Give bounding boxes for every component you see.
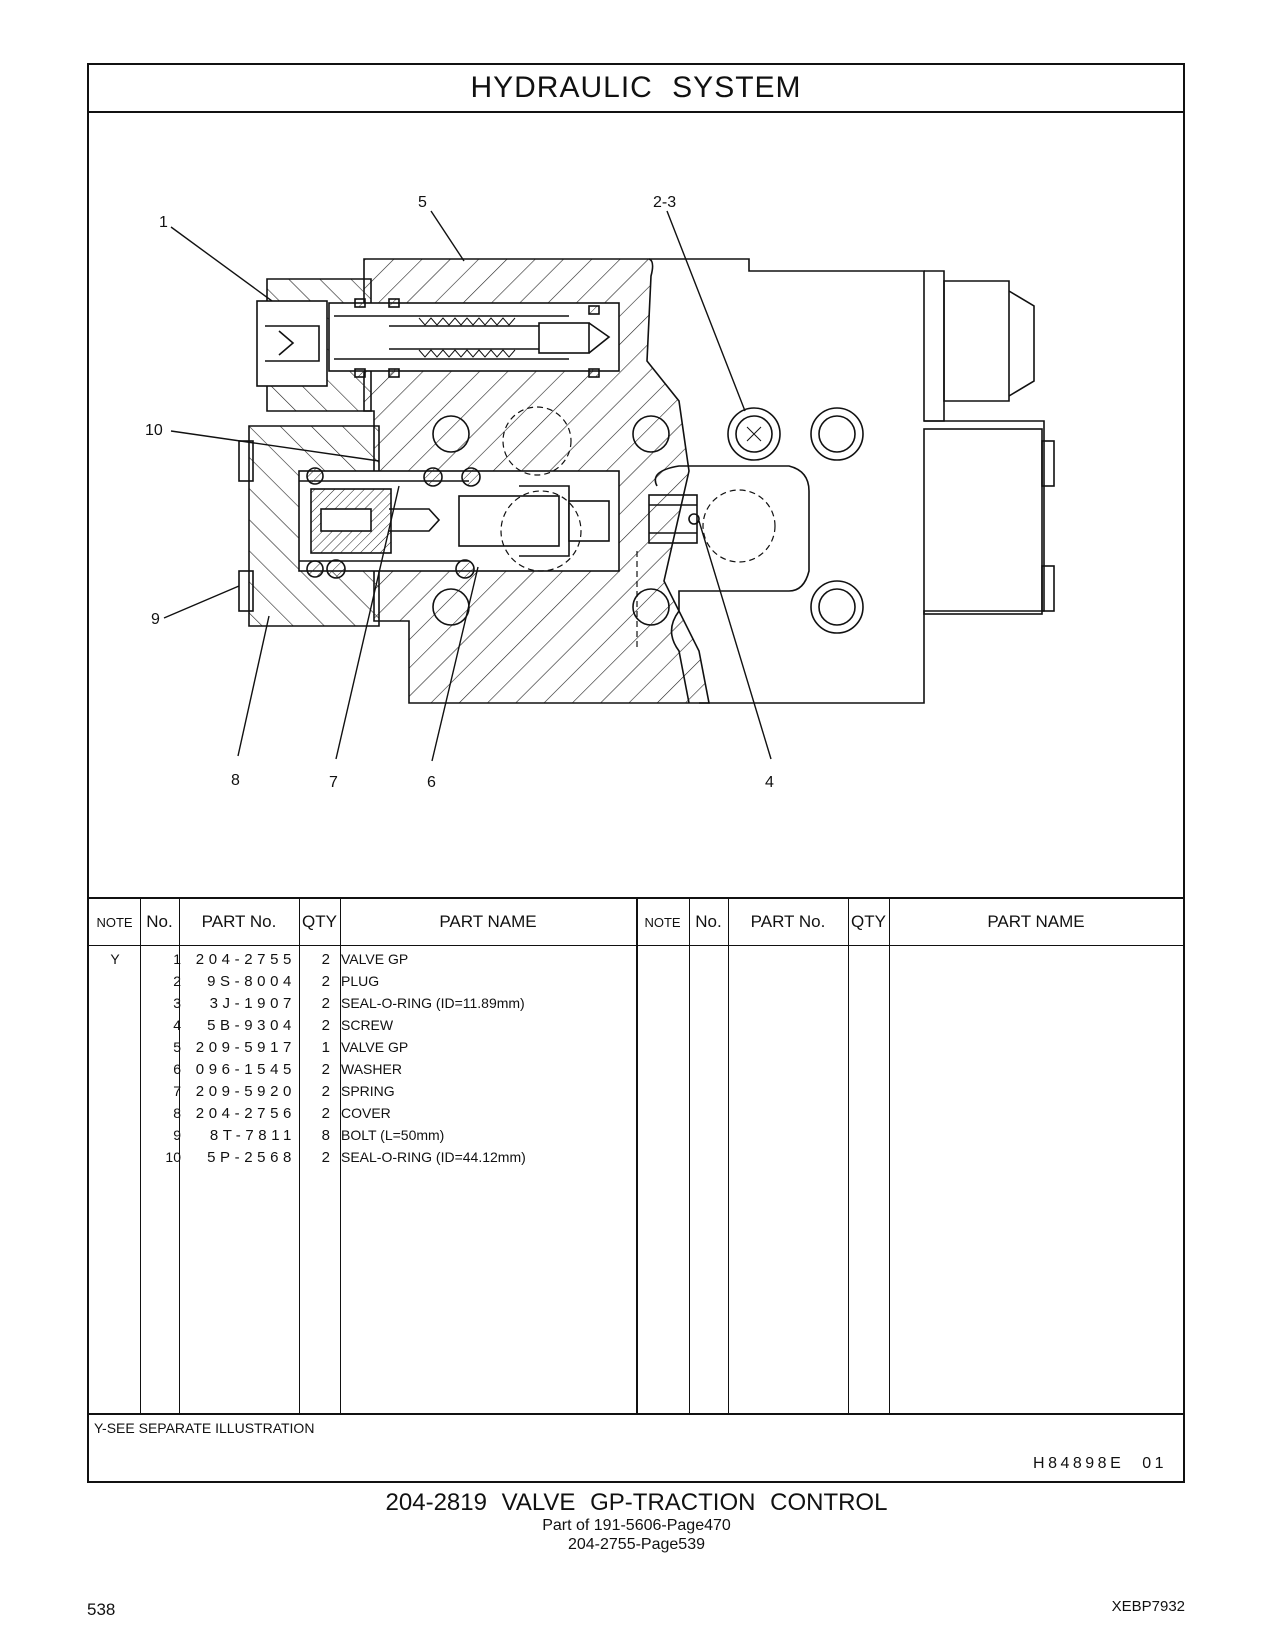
table-row: 2 9S-8004 2 PLUG [89, 971, 1183, 994]
quantity-cell: 8 [321, 1127, 330, 1144]
col-header-note-2: NOTE [644, 914, 681, 930]
item-number-cell: 10 [165, 1149, 181, 1165]
quantity-cell: 2 [321, 1017, 330, 1034]
quantity-cell: 2 [321, 973, 330, 990]
item-number-cell: 2 [173, 973, 181, 989]
quantity-cell: 2 [321, 1061, 330, 1078]
table-row: 4 5B-9304 2 SCREW [89, 1015, 1183, 1038]
callout-2-3: 2-3 [653, 194, 676, 211]
part-name-cell: SPRING [341, 1083, 395, 1099]
col-header-part-no-2: PART No. [750, 912, 826, 931]
footnote: Y-SEE SEPARATE ILLUSTRATION [94, 1420, 315, 1436]
item-number-cell: 1 [173, 951, 181, 967]
quantity-cell: 2 [321, 1149, 330, 1166]
part-number-cell: 096-1545 [195, 1061, 296, 1078]
part-name-cell: PLUG [341, 973, 380, 989]
callout-4: 4 [765, 774, 774, 791]
callout-1: 1 [159, 214, 168, 231]
part-name-cell: VALVE GP [341, 1039, 409, 1055]
col-header-no-2: No. [695, 912, 722, 931]
table-row: 8 204-2756 2 COVER [89, 1103, 1183, 1126]
page-title: HYDRAULIC SYSTEM [89, 65, 1183, 113]
table-row: Y 1 204-2755 2 VALVE GP [89, 949, 1183, 972]
part-number-cell: 9S-8004 [207, 973, 296, 990]
part-name-cell: VALVE GP [341, 951, 409, 967]
table-row: 7 209-5920 2 SPRING [89, 1081, 1183, 1104]
illustration-ref-code: H84898E 01 [1033, 1455, 1167, 1472]
part-name-cell: SCREW [341, 1017, 394, 1033]
part-number-cell: 5P-2568 [207, 1149, 296, 1166]
page-number: 538 [87, 1600, 116, 1619]
valve-cross-section-illustration: 1 2-3 4 5 6 7 8 9 10 [145, 194, 1055, 791]
col-header-part-no: PART No. [201, 912, 277, 931]
page-frame: HYDRAULIC SYSTEM [87, 63, 1185, 1483]
quantity-cell: 2 [321, 951, 330, 968]
col-header-qty-2: QTY [851, 912, 886, 931]
part-number-cell: 8T-7811 [209, 1127, 296, 1144]
col-header-part-name: PART NAME [439, 912, 537, 931]
note-cell: Y [110, 951, 120, 967]
item-number-cell: 6 [173, 1061, 181, 1077]
col-header-note: NOTE [96, 914, 133, 930]
table-row: 9 8T-7811 8 BOLT (L=50mm) [89, 1125, 1183, 1148]
item-number-cell: 7 [173, 1083, 181, 1099]
caption: 204-2819 VALVE GP-TRACTION CONTROL Part … [0, 1490, 1273, 1554]
col-header-no: No. [146, 912, 173, 931]
parts-table: NOTE No. PART No. QTY PART NAME NOTE No.… [89, 897, 1183, 1415]
table-row: 10 5P-2568 2 SEAL-O-RING (ID=44.12mm) [89, 1147, 1183, 1170]
callout-5: 5 [418, 194, 427, 211]
part-name-cell: SEAL-O-RING (ID=44.12mm) [341, 1149, 526, 1165]
item-number-cell: 3 [173, 995, 181, 1011]
callout-9: 9 [151, 611, 160, 628]
exploded-drawing: 1 2-3 4 5 6 7 8 9 10 [89, 111, 1183, 897]
part-number-cell: 204-2756 [195, 1105, 296, 1122]
part-name-cell: WASHER [341, 1061, 402, 1077]
callout-8: 8 [231, 772, 240, 789]
item-number-cell: 9 [173, 1127, 181, 1143]
caption-parent-ref: Part of 191-5606-Page470 [542, 1517, 731, 1534]
item-number-cell: 4 [173, 1017, 181, 1033]
caption-sub-ref: 204-2755-Page539 [567, 1536, 705, 1553]
callout-7: 7 [329, 774, 338, 791]
table-row: 3 3J-1907 2 SEAL-O-RING (ID=11.89mm) [89, 993, 1183, 1016]
quantity-cell: 1 [321, 1039, 330, 1056]
quantity-cell: 2 [321, 1083, 330, 1100]
col-header-part-name-2: PART NAME [987, 912, 1085, 931]
quantity-cell: 2 [321, 995, 330, 1012]
part-name-cell: BOLT (L=50mm) [341, 1127, 445, 1143]
quantity-cell: 2 [321, 1105, 330, 1122]
part-number-cell: 209-5917 [195, 1039, 296, 1056]
table-row: 6 096-1545 2 WASHER [89, 1059, 1183, 1082]
item-number-cell: 5 [173, 1039, 181, 1055]
document-code: XEBP7932 [1111, 1598, 1185, 1615]
part-name-cell: SEAL-O-RING (ID=11.89mm) [341, 995, 525, 1011]
callout-6: 6 [427, 774, 436, 791]
callout-10: 10 [145, 422, 163, 439]
part-number-cell: 3J-1907 [209, 995, 296, 1012]
part-number-cell: 209-5920 [195, 1083, 296, 1100]
caption-title: 204-2819 VALVE GP-TRACTION CONTROL [385, 1489, 888, 1516]
part-number-cell: 5B-9304 [207, 1017, 296, 1034]
table-row: 5 209-5917 1 VALVE GP [89, 1037, 1183, 1060]
col-header-qty: QTY [302, 912, 337, 931]
part-number-cell: 204-2755 [195, 951, 296, 968]
item-number-cell: 8 [173, 1105, 181, 1121]
part-name-cell: COVER [341, 1105, 391, 1121]
